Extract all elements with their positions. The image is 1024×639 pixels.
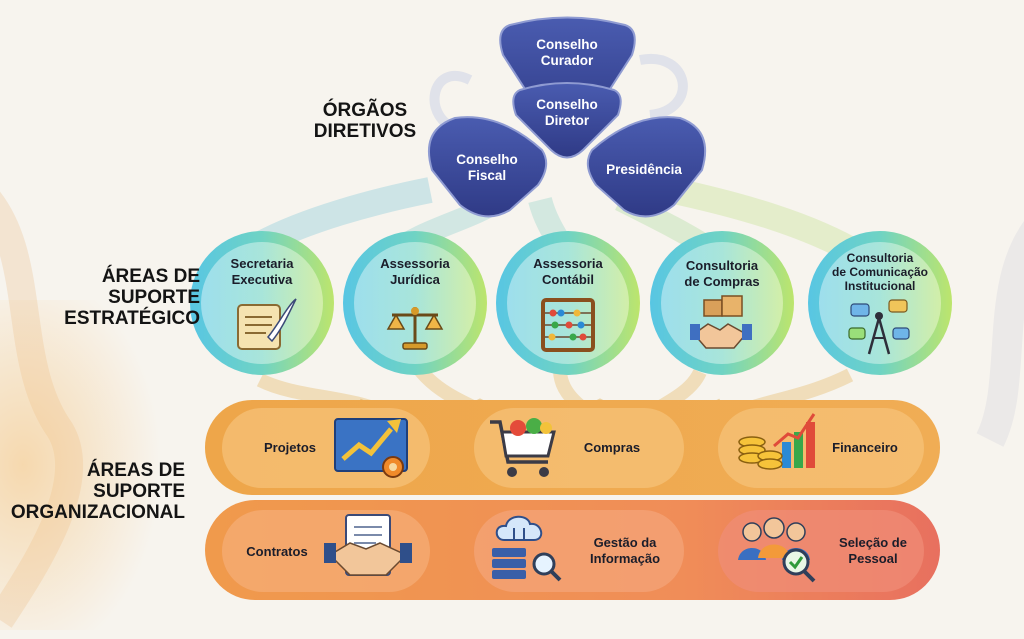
antenna-chat-icon: [848, 299, 910, 355]
shopping-cart-icon: [490, 418, 556, 477]
strategic-area-consultoria-compras: Consultoria de Compras: [684, 258, 760, 289]
section-label-governing: ÓRGÃOS DIRETIVOS: [313, 100, 417, 142]
org-area-compras: Compras: [583, 440, 641, 455]
strategic-area-secretaria-executiva: Secretaria Executiva: [230, 256, 294, 287]
org-area-financeiro: Financeiro: [832, 440, 898, 455]
governing-conselho-fiscal: Conselho Fiscal: [456, 152, 518, 183]
org-area-selecao-pessoal: Seleção de Pessoal: [839, 535, 907, 566]
org-area-contratos: Contratos: [246, 544, 308, 559]
governing-shapes: [427, 16, 707, 218]
handshake-boxes-icon: [690, 295, 752, 349]
blueprint-chart-icon: [334, 418, 408, 478]
section-label-organizational: ÁREAS DE SUPORTE ORGANIZACIONAL: [10, 460, 185, 523]
contract-handshake-icon: [324, 514, 412, 576]
decorative-swirl-right: [976, 221, 1024, 447]
governing-conselho-diretor: Conselho Diretor: [536, 97, 598, 128]
organizational-band: [205, 400, 940, 600]
org-area-gestao-informacao: Gestão da Informação: [589, 535, 661, 566]
section-label-strategic: ÁREAS DE SUPORTE ESTRATÉGICO: [64, 266, 200, 329]
scroll-quill-icon: [237, 298, 297, 350]
strategic-area-assessoria-contabil: Assessoria Contábil: [533, 256, 603, 287]
org-area-projetos: Projetos: [263, 440, 316, 455]
strategic-area-consultoria-comunicacao: Consultoria de Comunicação Institucional: [831, 251, 929, 293]
governing-presidencia: Presidência: [606, 162, 682, 177]
coins-chart-icon: [738, 413, 816, 470]
governing-conselho-curador: Conselho Curador: [536, 37, 598, 68]
abacus-icon: [541, 298, 595, 352]
scales-icon: [386, 307, 444, 350]
strategic-area-assessoria-juridica: Assessoria Jurídica: [380, 256, 450, 287]
people-search-icon: [738, 517, 816, 583]
cloud-server-icon: [492, 515, 562, 582]
glow-left: [0, 300, 230, 630]
